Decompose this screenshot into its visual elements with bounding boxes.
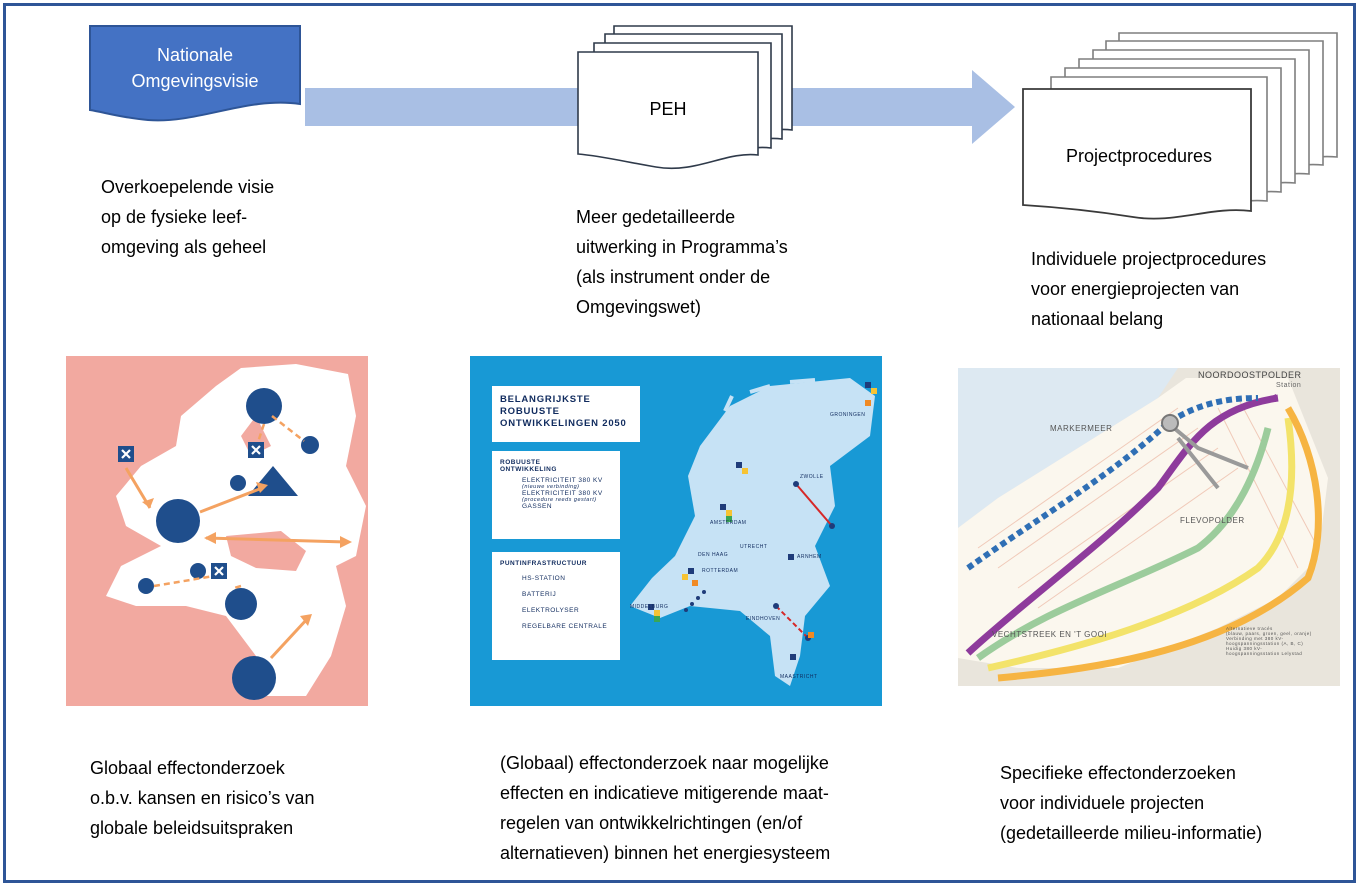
legend-item: GASSEN [522,503,553,510]
map-label: Station [1276,382,1302,389]
legend-item: Verbinding met 380 kV- [1226,636,1284,641]
text-line: (als instrument onder de [576,267,771,287]
text-line: regelen van ontwikkelrichtingen (en/of [500,813,803,833]
map-label: NOORDOOSTPOLDER [1198,370,1302,380]
text-line: Omgevingswet) [576,297,702,317]
legend-item: ELEKTRICITEIT 380 KV [522,477,603,484]
place-label: AMSTERDAM [710,520,747,526]
doc-label-peh: PEH [649,99,687,119]
text-line: alternatieven) binnen het energiesysteem [500,843,831,863]
schematic-netherlands-map [66,356,368,706]
place-label: ARNHEM [797,554,822,560]
legend-item: hoogspanningsstation (A, B, C) [1226,641,1304,646]
place-label: ROTTERDAM [702,568,739,574]
map-label: VECHTSTREEK EN 'T GOOI [992,630,1108,639]
legend-item: REGELBARE CENTRALE [522,623,608,630]
description-projectprocedures: Individuele projectprocedures voor energ… [1031,244,1266,334]
legend-item: Huidig 380 kV- [1226,646,1263,651]
text-line: nationaal belang [1031,309,1164,329]
infrastructure-map-2050: BELANGRIJKSTE ROBUUSTE ONTWIKKELINGEN 20… [470,356,882,706]
legend-item: (procedure reeds gestart) [522,497,597,503]
effect-study-peh: (Globaal) effectonderzoek naar mogelijke… [500,748,830,868]
doc-label-line: Omgevingsvisie [131,71,259,91]
text-line: op de fysieke leef- [101,207,248,227]
text-line: o.b.v. kansen en risico’s van [90,788,315,808]
legend-item: HS-STATION [522,575,566,582]
text-line: Globaal effectonderzoek [90,758,285,778]
legend-item: ELEKTROLYSER [522,607,580,614]
effect-study-omgevingsvisie: Globaal effectonderzoek o.b.v. kansen en… [90,753,314,843]
text-line: Individuele projectprocedures [1031,249,1267,269]
legend-item: hoogspanningsstation Lelystad [1226,651,1303,656]
doc-label-projectprocedures: Projectprocedures [1065,146,1213,166]
text-line: globale beleidsuitspraken [90,818,294,838]
route-alternatives-map: NOORDOOSTPOLDER Station MARKERMEER FLEVO… [958,368,1340,686]
text-line: voor energieprojecten van [1031,279,1240,299]
place-label: MIDDELBURG [630,604,669,610]
effect-study-projectprocedures: Specifieke effectonderzoeken voor indivi… [1000,758,1262,848]
legend-item: ELEKTRICITEIT 380 KV [522,490,603,497]
route-map-legend: Alternatieve tracés (blauw, paars, groen… [1226,626,1338,656]
place-label: EINDHOVEN [746,616,781,622]
text-line: Meer gedetailleerde [576,207,736,227]
place-label: GRONINGEN [830,412,866,418]
map-title-line: BELANGRIJKSTE [500,394,591,405]
legend-title: ONTWIKKELING [500,466,557,473]
text-line: Specifieke effectonderzoeken [1000,763,1236,783]
text-line: Overkoepelende visie [101,177,275,197]
place-label: MAASTRICHT [780,674,818,680]
legend-item: (nieuwe verbinding) [522,484,580,490]
map-legend-point-infrastructure: PUNTINFRASTRUCTUUR HS-STATION BATTERIJ E… [492,552,620,660]
legend-item: (blauw, paars, groen, geel, oranje) [1226,631,1312,636]
map-title-line: ONTWIKKELINGEN 2050 [500,418,627,429]
text-line: effecten en indicatieve mitigerende maat… [500,783,829,803]
place-label: UTRECHT [740,544,768,550]
map-title-box: BELANGRIJKSTE ROBUUSTE ONTWIKKELINGEN 20… [492,386,640,442]
text-line: (Globaal) effectonderzoek naar mogelijke [500,753,829,773]
text-line: (gedetailleerde milieu-informatie) [1000,823,1263,843]
text-line: uitwerking in Programma’s [576,237,788,257]
map-label: FLEVOPOLDER [1180,516,1245,525]
map-legend-development: ROBUUSTE ONTWIKKELING ELEKTRICITEIT 380 … [492,451,620,539]
legend-title: PUNTINFRASTRUCTUUR [500,560,587,567]
doc-peh-stack [577,25,793,170]
place-label: ZWOLLE [800,474,824,480]
map-title-line: ROBUUSTE [500,406,560,417]
legend-title: ROBUUSTE [500,459,541,466]
text-line: omgeving als geheel [101,237,267,257]
description-omgevingsvisie: Overkoepelende visie op de fysieke leef-… [101,172,274,262]
place-label: DEN HAAG [698,552,729,558]
map-label: MARKERMEER [1050,424,1113,433]
legend-item: BATTERIJ [522,591,557,598]
text-line: voor individuele projecten [1000,793,1205,813]
doc-nationale-omgevingsvisie [89,25,301,122]
doc-projectprocedures-stack [1022,32,1338,220]
doc-label-line: Nationale [156,45,234,65]
legend-item: Alternatieve tracés [1226,626,1273,631]
description-peh: Meer gedetailleerde uitwerking in Progra… [576,202,788,322]
